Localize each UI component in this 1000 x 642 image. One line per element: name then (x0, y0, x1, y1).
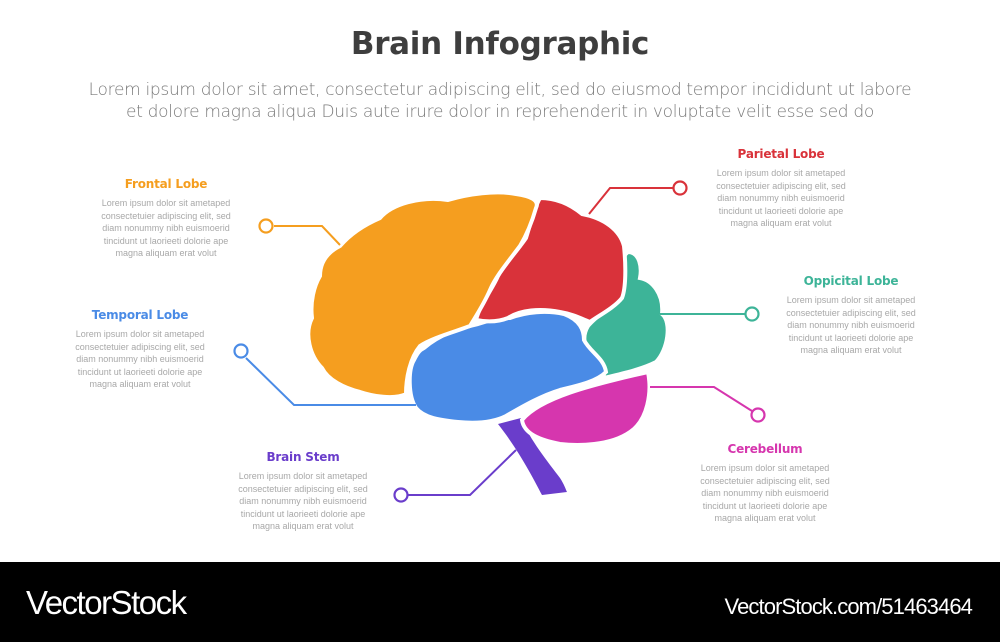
cerebellum-shape (519, 369, 652, 447)
frontal-lobe-title: Frontal Lobe (124, 177, 208, 191)
desc-line: tincidunt ut laorieeti dolorie ape (702, 500, 828, 511)
parietal-lobe-label: Parietal Lobe Lorem ipsum dolor sit amet… (696, 147, 866, 230)
brainstem-connector-dot[interactable] (393, 487, 409, 503)
cerebellum-title: Cerebellum (727, 442, 803, 456)
desc-line: magna aliquam erat volut (89, 379, 191, 389)
temporal-connector-dot[interactable] (233, 343, 249, 359)
desc-line: Lorem ipsum dolor sit ametaped (700, 463, 830, 473)
desc-line: diam nonummy nibh euismoerid (701, 488, 829, 498)
frontal-lobe-desc: Lorem ipsum dolor sit ametaped consectet… (81, 197, 251, 260)
cerebellum-label: Cerebellum Lorem ipsum dolor sit ametape… (680, 442, 850, 525)
cerebellum-connector-dot[interactable] (750, 407, 766, 423)
parietal-lobe-title: Parietal Lobe (737, 147, 825, 161)
desc-line: diam nonummy nibh euismoerid (102, 223, 230, 233)
footer-brand-logo: VectorStock (26, 584, 187, 621)
page-subtitle: Lorem ipsum dolor sit amet, consectetur … (40, 79, 960, 123)
desc-line: Lorem ipsum dolor sit ametaped (101, 198, 231, 208)
desc-line: tincidunt ut laorieeti dolorie ape (718, 205, 844, 216)
desc-line: Lorem ipsum dolor sit ametaped (716, 168, 846, 178)
brain-stem-desc: Lorem ipsum dolor sit ametaped consectet… (218, 470, 388, 533)
desc-line: tincidunt ut laorieeti dolorie ape (103, 235, 229, 246)
cerebellum-desc: Lorem ipsum dolor sit ametaped consectet… (680, 462, 850, 525)
occipital-lobe-title: Oppicital Lobe (803, 274, 899, 288)
desc-line: magna aliquam erat volut (115, 248, 217, 258)
desc-line: magna aliquam erat volut (800, 345, 902, 355)
page-title: Brain Infographic (350, 26, 650, 62)
frontal-lobe-label: Frontal Lobe Lorem ipsum dolor sit ameta… (81, 177, 251, 260)
subtitle-line-2: et dolore magna aliqua Duis aute irure d… (126, 102, 874, 122)
temporal-connector-line (245, 357, 416, 406)
cerebellum-connector-line (650, 386, 753, 412)
brainstem-connector-line (408, 449, 517, 496)
desc-line: Lorem ipsum dolor sit ametaped (238, 471, 368, 481)
brain-stem-shape (498, 418, 567, 495)
temporal-lobe-title: Temporal Lobe (91, 308, 189, 322)
parietal-connector-dot[interactable] (672, 180, 688, 196)
frontal-connector-dot[interactable] (258, 218, 274, 234)
footer-image-id: VectorStock.com/51463464 (724, 594, 973, 619)
frontal-connector-line (274, 225, 341, 246)
parietal-connector-line (588, 187, 673, 215)
parietal-lobe-desc: Lorem ipsum dolor sit ametaped consectet… (696, 167, 866, 230)
brain-stem-title: Brain Stem (266, 450, 340, 464)
desc-line: consectetuier adipiscing elit, sed (716, 180, 846, 191)
brain-diagram (233, 180, 766, 503)
desc-line: diam nonummy nibh euismoerid (76, 354, 204, 364)
desc-line: magna aliquam erat volut (714, 513, 816, 523)
desc-line: consectetuier adipiscing elit, sed (101, 210, 231, 221)
subtitle-line-1: Lorem ipsum dolor sit amet, consectetur … (88, 80, 912, 100)
brain-stem-label: Brain Stem Lorem ipsum dolor sit ametape… (218, 450, 388, 533)
desc-line: tincidunt ut laorieeti dolorie ape (240, 508, 366, 519)
desc-line: magna aliquam erat volut (252, 521, 354, 531)
desc-line: diam nonummy nibh euismoerid (239, 496, 367, 506)
desc-line: diam nonummy nibh euismoerid (717, 193, 845, 203)
occipital-lobe-desc: Lorem ipsum dolor sit ametaped consectet… (766, 294, 936, 357)
desc-line: consectetuier adipiscing elit, sed (75, 341, 205, 352)
desc-line: tincidunt ut laorieeti dolorie ape (77, 366, 203, 377)
desc-line: consectetuier adipiscing elit, sed (786, 307, 916, 318)
frontal-lobe-shape (306, 190, 539, 400)
occipital-connector-dot[interactable] (744, 306, 760, 322)
desc-line: diam nonummy nibh euismoerid (787, 320, 915, 330)
temporal-lobe-desc: Lorem ipsum dolor sit ametaped consectet… (55, 328, 225, 391)
desc-line: tincidunt ut laorieeti dolorie ape (788, 332, 914, 343)
desc-line: magna aliquam erat volut (730, 218, 832, 228)
temporal-lobe-label: Temporal Lobe Lorem ipsum dolor sit amet… (55, 308, 225, 391)
occipital-lobe-label: Oppicital Lobe Lorem ipsum dolor sit ame… (766, 274, 936, 357)
watermark-footer: VectorStock VectorStock.com/51463464 (0, 562, 1000, 642)
desc-line: consectetuier adipiscing elit, sed (700, 475, 830, 486)
desc-line: Lorem ipsum dolor sit ametaped (786, 295, 916, 305)
desc-line: Lorem ipsum dolor sit ametaped (75, 329, 205, 339)
desc-line: consectetuier adipiscing elit, sed (238, 483, 368, 494)
